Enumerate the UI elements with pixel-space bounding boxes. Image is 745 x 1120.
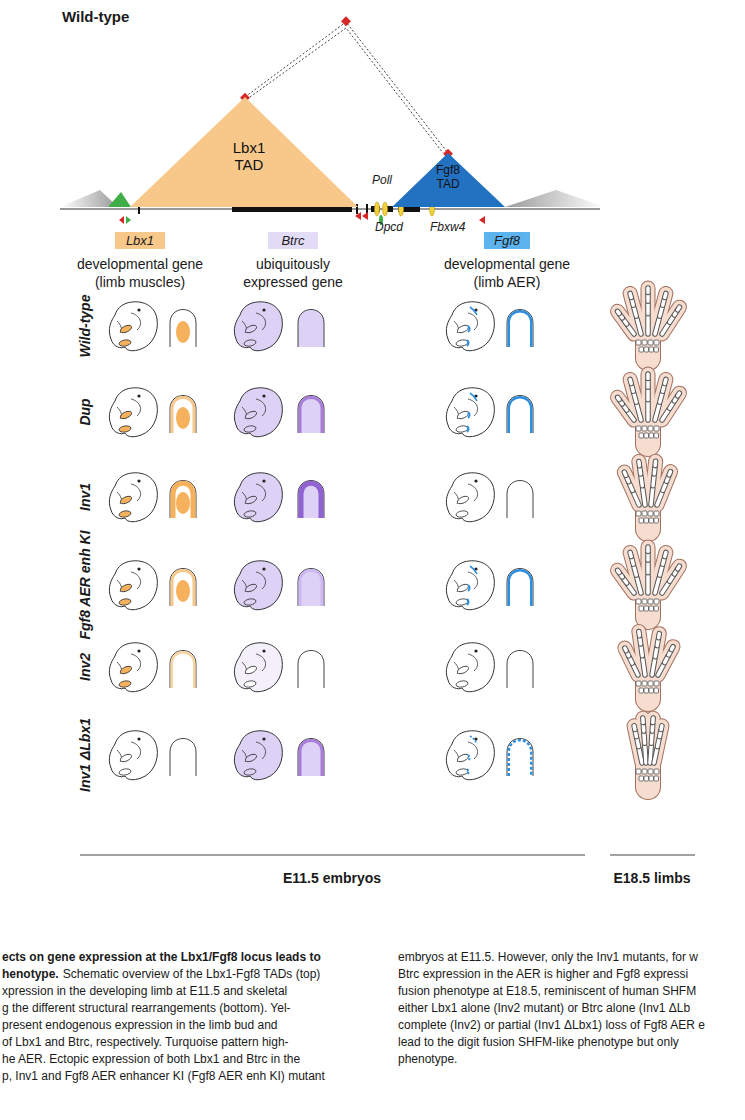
gene-node: Btrc ubiquitously expressed gene <box>233 231 353 291</box>
caption-line: of Lbx1 and Btrc, respectively. Turquois… <box>2 1034 289 1050</box>
neighbour-tad <box>108 192 131 207</box>
row-label: Fgf8 AER enh KI <box>77 530 93 639</box>
gene-description: ubiquitously expressed gene <box>233 255 353 291</box>
gene-description: developmental gene (limb muscles) <box>70 255 210 291</box>
caption-line: lead to the digit fusion SHFM-like pheno… <box>398 1034 679 1050</box>
caption-line: xpression in the developing limb at E11.… <box>2 983 287 999</box>
caption-line: fusion phenotype at E18.5, reminiscent o… <box>398 983 696 999</box>
caption-line: present endogenous expression in the lim… <box>2 1017 278 1033</box>
axis-line <box>80 855 585 856</box>
gene-name: Poll <box>372 172 392 188</box>
caption-line: phenotype. <box>398 1051 457 1067</box>
tad-label: Lbx1 TAD <box>218 139 280 174</box>
gene-name: Dpcd <box>375 219 403 235</box>
row-label: Inv1 <box>77 483 93 511</box>
row-label: Wild-type <box>77 295 93 358</box>
gene-box: Lbx1 <box>115 232 165 249</box>
neighbour-tad <box>505 190 605 207</box>
caption-line: complete (Inv2) or partial (Inv1 ΔLbx1) … <box>398 1017 705 1033</box>
caption-line: p, Inv1 and Fgf8 AER enhancer KI (Fgf8 A… <box>2 1068 325 1084</box>
caption-line: either Lbx1 alone (Inv2 mutant) or Btrc … <box>398 1000 690 1016</box>
gene-node: Fgf8 developmental gene (limb AER) <box>442 231 572 291</box>
gene-name: Fbxw4 <box>430 219 465 235</box>
gene-box: Fgf8 <box>484 232 530 249</box>
tad-triangle: Fgf8 TAD <box>392 153 505 207</box>
embryo-grid <box>109 288 679 787</box>
caption-line: g the different structural rearrangement… <box>2 1000 291 1016</box>
neighbour-tad <box>60 190 118 207</box>
row-label: Inv2 <box>77 653 93 681</box>
caption-line: he AER. Ectopic expression of both Lbx1 … <box>2 1051 300 1067</box>
caption-line: embryos at E11.5. However, only the Inv1… <box>398 949 698 965</box>
row-label: Dup <box>77 398 93 425</box>
gene-node: Lbx1 developmental gene (limb muscles) <box>70 231 210 291</box>
caption-line: Btrc expression in the AER is higher and… <box>398 966 688 982</box>
tad-triangle: Lbx1 TAD <box>130 97 358 207</box>
figure-title: Wild-type <box>62 8 129 25</box>
axis-label: E11.5 embryos <box>283 870 381 886</box>
gene-description: developmental gene (limb AER) <box>442 255 572 291</box>
caption-line: Schematic overview of the Lbx1-Fgf8 TADs… <box>63 966 321 982</box>
axis-label: E18.5 limbs <box>613 870 690 886</box>
tad-label: Fgf8 TAD <box>423 164 473 192</box>
caption-line: ects on gene expression at the Lbx1/Fgf8… <box>2 949 321 965</box>
row-label: Inv1 ΔLbx1 <box>77 718 93 792</box>
caption-line: henotype. <box>2 966 59 982</box>
gene-box: Btrc <box>268 232 318 249</box>
axis-line <box>610 855 695 856</box>
